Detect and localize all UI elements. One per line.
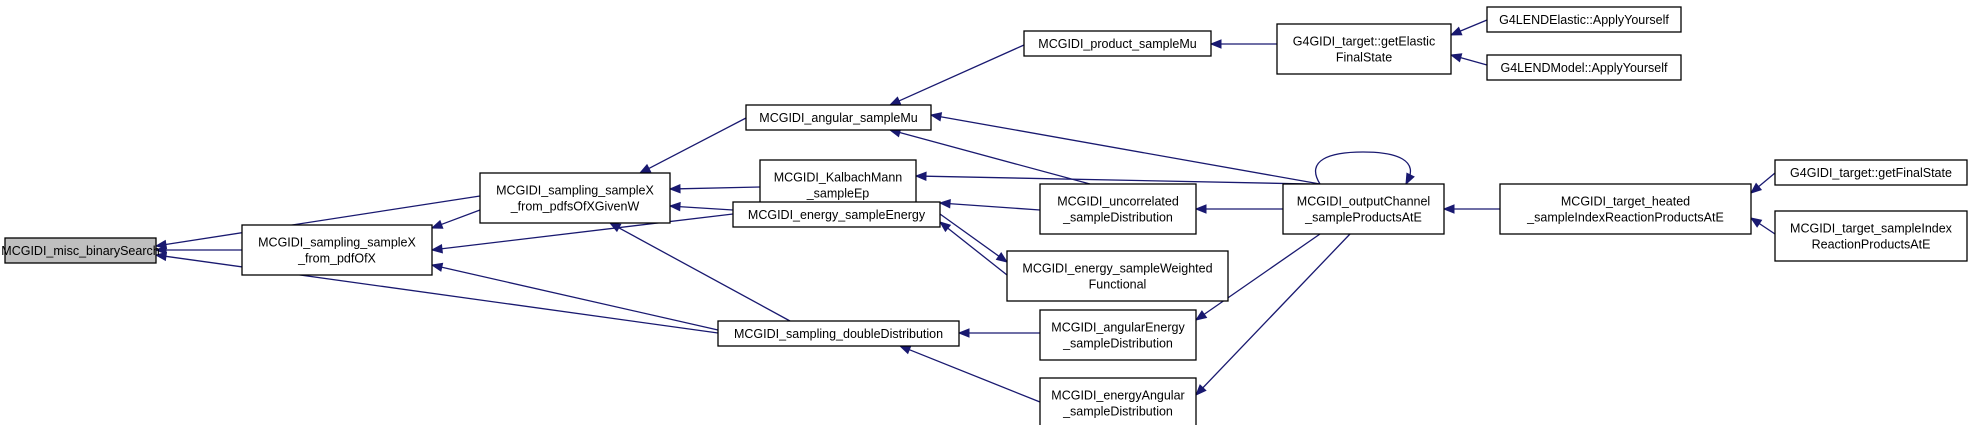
- node-label: MCGIDI_misc_binarySearch: [1, 244, 159, 258]
- node-box: [745, 104, 932, 131]
- edge-kalbach-to-pdfsOfXGivenW: [668, 184, 761, 194]
- node-label: _from_pdfOfX: [297, 252, 376, 266]
- node-pdfOfX[interactable]: MCGIDI_sampling_sampleX _from_pdfOfX: [241, 224, 433, 276]
- node-label: MCGIDI_product_sampleMu: [1038, 37, 1196, 51]
- edge-outputChannel-to-angularMu: [929, 112, 1321, 185]
- edge-doubleDist-to-pdfsOfXGivenW: [608, 222, 791, 322]
- node-box: [717, 320, 960, 347]
- nodes-layer: MCGIDI_misc_binarySearchMCGIDI_sampling_…: [1, 6, 1968, 425]
- edge-uncorrelated-to-energySample: [938, 198, 1041, 211]
- node-doubleDist[interactable]: MCGIDI_sampling_doubleDistribution: [717, 320, 960, 347]
- node-root: MCGIDI_misc_binarySearch: [1, 237, 160, 264]
- node-energyAngular[interactable]: MCGIDI_energyAngular _sampleDistribution: [1039, 377, 1197, 425]
- edge-productMu-to-angularMu: [888, 44, 1025, 106]
- edges-layer: [154, 19, 1776, 403]
- node-label: MCGIDI_outputChannel: [1297, 195, 1430, 209]
- node-energySample[interactable]: MCGIDI_energy_sampleEnergy: [732, 201, 941, 228]
- node-targetHeated[interactable]: MCGIDI_target_heated _sampleIndexReaction…: [1499, 183, 1752, 235]
- node-label: G4GIDI_target::getElastic: [1293, 35, 1435, 49]
- node-box: [479, 172, 671, 224]
- node-box: [1039, 377, 1197, 425]
- node-label: MCGIDI_energy_sampleWeighted: [1022, 262, 1212, 276]
- node-label: MCGIDI_uncorrelated: [1057, 195, 1179, 209]
- node-label: MCGIDI_angular_sampleMu: [759, 111, 917, 125]
- node-label: MCGIDI_target_sampleIndex: [1790, 222, 1953, 236]
- edge-energySample-to-weighted: [939, 213, 1009, 263]
- edge-outputChannel-to-uncorrelated: [1194, 204, 1283, 214]
- node-lendElastic[interactable]: G4LENDElastic::ApplyYourself: [1486, 6, 1682, 33]
- node-outputChannel[interactable]: MCGIDI_outputChannel _sampleProductsAtE: [1282, 183, 1445, 235]
- node-box: [241, 224, 433, 276]
- node-label: MCGIDI_sampling_sampleX: [258, 236, 416, 250]
- edge-lendElastic-to-getElastic: [1449, 19, 1488, 36]
- node-angularMu[interactable]: MCGIDI_angular_sampleMu: [745, 104, 932, 131]
- node-label: FinalState: [1336, 51, 1392, 65]
- edge-outputChannel-to-energyAngular: [1195, 233, 1351, 396]
- node-label: _sampleDistribution: [1062, 337, 1173, 351]
- node-box: [1276, 23, 1452, 75]
- edge-getElastic-to-productMu: [1209, 39, 1277, 49]
- node-box: [1774, 159, 1968, 186]
- node-label: G4GIDI_target::getFinalState: [1790, 166, 1952, 180]
- node-label: MCGIDI_sampling_doubleDistribution: [734, 327, 943, 341]
- node-box: [1486, 6, 1682, 33]
- edge-energySample-to-pdfOfX: [430, 213, 734, 254]
- edge-energyAngular-to-doubleDist: [898, 345, 1041, 403]
- node-label: _sampleEp: [806, 187, 870, 201]
- edge-angularMu-to-pdfsOfXGivenW: [638, 117, 747, 174]
- node-label: ReactionProductsAtE: [1812, 238, 1931, 252]
- node-box: [1486, 54, 1682, 81]
- node-productMu[interactable]: MCGIDI_product_sampleMu: [1023, 30, 1212, 57]
- node-angularEnergy[interactable]: MCGIDI_angularEnergy _sampleDistribution: [1039, 309, 1197, 361]
- node-box: [1282, 183, 1445, 235]
- node-label: Functional: [1089, 278, 1147, 292]
- node-label: MCGIDI_energy_sampleEnergy: [748, 208, 926, 222]
- node-pdfsOfXGivenW[interactable]: MCGIDI_sampling_sampleX _from_pdfsOfXGive…: [479, 172, 671, 224]
- node-box: [1499, 183, 1752, 235]
- node-box: [1039, 183, 1197, 235]
- node-label: _from_pdfsOfXGivenW: [510, 200, 640, 214]
- edge-angularEnergy-to-doubleDist: [957, 328, 1040, 338]
- edge-pdfsOfXGivenW-to-pdfOfX: [430, 209, 481, 229]
- edge-pdfsOfXGivenW-to-root: [154, 195, 481, 250]
- node-uncorrelated[interactable]: MCGIDI_uncorrelated _sampleDistribution: [1039, 183, 1197, 235]
- edge-outputChannel-to-kalbach: [914, 171, 1311, 185]
- node-box: [1006, 250, 1229, 302]
- edge-targetHeated-to-outputChannel: [1442, 204, 1500, 214]
- node-label: _sampleDistribution: [1062, 405, 1173, 419]
- node-label: MCGIDI_sampling_sampleX: [496, 184, 654, 198]
- node-label: _sampleIndexReactionProductsAtE: [1526, 211, 1724, 225]
- node-label: MCGIDI_target_heated: [1561, 195, 1690, 209]
- node-lendModel[interactable]: G4LENDModel::ApplyYourself: [1486, 54, 1682, 81]
- node-box: [732, 201, 941, 228]
- node-label: G4LENDElastic::ApplyYourself: [1499, 13, 1669, 27]
- node-getFinalState[interactable]: G4GIDI_target::getFinalState: [1774, 159, 1968, 186]
- node-box: [1023, 30, 1212, 57]
- node-label: _sampleProductsAtE: [1304, 211, 1422, 225]
- node-box: [1039, 309, 1197, 361]
- edge-outputChannel-to-outputChannel: [1314, 151, 1415, 186]
- node-label: _sampleDistribution: [1062, 211, 1173, 225]
- node-label: MCGIDI_KalbachMann: [774, 171, 903, 185]
- edge-getFinalState-to-targetHeated: [1749, 172, 1776, 194]
- edge-pdfOfX-to-root: [154, 245, 242, 255]
- node-box: [4, 237, 157, 264]
- node-box: [1774, 210, 1968, 262]
- node-label: MCGIDI_angularEnergy: [1051, 321, 1185, 335]
- edge-energySample-to-pdfsOfXGivenW: [668, 201, 734, 212]
- node-label: G4LENDModel::ApplyYourself: [1501, 61, 1669, 75]
- edge-targetSampleIndex-to-targetHeated: [1749, 217, 1776, 235]
- edge-lendModel-to-getElastic: [1449, 53, 1488, 66]
- node-label: MCGIDI_energyAngular: [1051, 389, 1184, 403]
- node-targetSampleIndex[interactable]: MCGIDI_target_sampleIndexReactionProduct…: [1774, 210, 1968, 262]
- edge-doubleDist-to-pdfOfX: [430, 262, 719, 331]
- edge-weighted-to-energySample: [938, 221, 1008, 276]
